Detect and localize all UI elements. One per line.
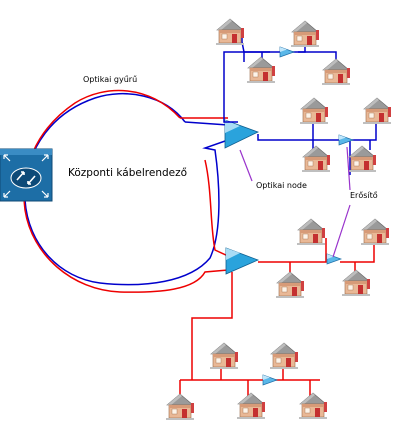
house-icon [269, 342, 299, 370]
amplifier-icon [338, 134, 354, 146]
optical-ring [23, 89, 229, 293]
house-icon [215, 18, 245, 46]
house-icon [362, 97, 392, 125]
blue-fiber-lead-top [184, 121, 229, 126]
callout-lines [239, 146, 351, 258]
amplifier-icon [262, 374, 278, 386]
red-fiber-lead-node2 [204, 159, 229, 257]
amplifier-label: Erősítő [350, 191, 378, 200]
optical-node-label: Optikai node [256, 181, 307, 190]
red-fiber-ring [23, 89, 229, 293]
house-icon [275, 271, 305, 299]
house-icon [290, 20, 320, 48]
optical-node-icon [224, 119, 260, 149]
headend-label: Központi kábelrendező [68, 167, 187, 179]
headend-switch-router-icon [0, 148, 53, 202]
optical-ring-label: Optikai gyűrű [83, 75, 137, 84]
house-icon [347, 145, 377, 173]
house-icon [341, 269, 371, 297]
house-icon [321, 58, 351, 86]
house-icon [236, 392, 266, 420]
house-icon [165, 393, 195, 421]
blue-fiber-ring [24, 92, 229, 286]
optical-node-icon [225, 247, 260, 275]
house-icon [296, 218, 326, 246]
house-icon [298, 392, 328, 420]
amplifier-callout-line [346, 146, 351, 191]
house-icon [209, 342, 239, 370]
house-icon [246, 56, 276, 84]
house-icon [301, 145, 331, 173]
node-callout-line [239, 149, 253, 182]
house-icon [360, 218, 390, 246]
house-icon [299, 97, 329, 125]
amplifier-icon [279, 46, 295, 58]
amplifier-callout-line-2 [332, 204, 351, 258]
